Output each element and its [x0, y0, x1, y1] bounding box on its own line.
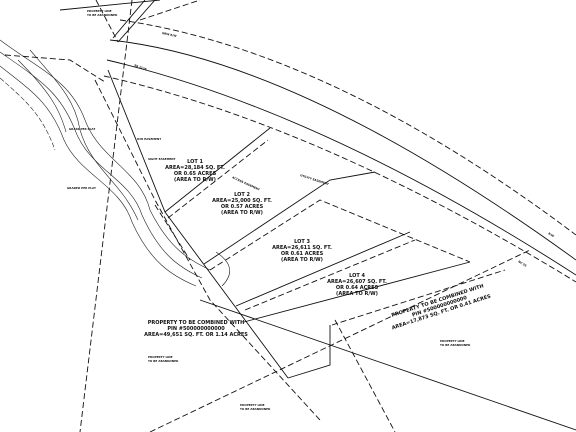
- lot-3-area: AREA=26,611 SQ. FT.: [272, 245, 332, 251]
- road-label-1: SR 1125: [134, 63, 148, 71]
- lot-3-label: LOT 3 AREA=26,611 SQ. FT. OR 0.61 ACRES …: [272, 239, 332, 263]
- lot-2-label: LOT 2 AREA=25,000 SQ. FT. OR 0.57 ACRES …: [212, 192, 272, 216]
- lot-1-label: LOT 1 AREA=28,184 SQ. FT. OR 0.65 ACRES …: [165, 159, 225, 183]
- lot-2-area: AREA=25,000 SQ. FT.: [212, 198, 272, 204]
- lot-3-title: LOT 3: [294, 239, 310, 245]
- lot-2-note: (AREA TO R/W): [221, 210, 263, 216]
- road-label-3: R/W: [547, 231, 554, 238]
- property-line-mid-label-2: TO BE ABANDONED: [148, 359, 179, 363]
- parcel-right-label: PROPERTY TO BE COMBINED WITH PIN #500000…: [391, 283, 492, 331]
- road-label-2: NC 55: [517, 259, 527, 267]
- property-line-right-label: PROPERTY LINE: [440, 339, 465, 343]
- lot-2-title: LOT 2: [234, 192, 250, 198]
- property-line-top-label: PROPERTY LINE: [87, 9, 112, 13]
- contour-lines: [0, 39, 211, 287]
- property-line-bottom-label: PROPERTY LINE: [240, 403, 265, 407]
- sight-easement-label: SIGHT EASEMENT: [148, 157, 176, 161]
- lot-4-label: LOT 4 AREA=26,607 SQ. FT. OR 0.64 ACRES …: [327, 273, 387, 297]
- lot-4-title: LOT 4: [349, 273, 365, 279]
- lot-1-area: AREA=28,184 SQ. FT.: [165, 165, 225, 171]
- road-right-of-way-lines: [59, 0, 576, 283]
- lot-3-acres: OR 0.61 ACRES: [281, 251, 324, 257]
- parcel-left-line-3: AREA=49,651 SQ. FT. OR 1.14 ACRES: [144, 332, 248, 338]
- r-w-easement-label: R/W EASEMENT: [137, 137, 161, 141]
- lot-1-note: (AREA TO R/W): [174, 177, 216, 183]
- grass-per-plat-label: GRASS PER PLAT: [69, 127, 95, 131]
- boundary-lines: [4, 0, 576, 432]
- lot-4-area: AREA=26,607 SQ. FT.: [327, 279, 387, 285]
- lot-4-acres: OR 0.64 ACRES: [336, 285, 379, 291]
- property-line-top-label-2: TO BE ABANDONED: [87, 13, 118, 17]
- access-easement-label: ACCESS EASEMENT: [232, 175, 261, 191]
- parcel-left-line-2: PIN #500000000000: [167, 326, 225, 332]
- parcel-left-label: PROPERTY TO BE COMBINED WITH PIN #500000…: [144, 320, 248, 338]
- property-line-bottom-label-2: TO BE ABANDONED: [240, 407, 271, 411]
- lot-lines: [107, 69, 506, 379]
- new-r-w-label: NEW R/W: [162, 31, 177, 38]
- lot-3-note: (AREA TO R/W): [281, 257, 323, 263]
- property-line-right-label-2: TO BE ABANDONED: [440, 343, 471, 347]
- utility-easement-label: UTILITY EASEMENT: [300, 173, 330, 186]
- parcel-left-line-1: PROPERTY TO BE COMBINED WITH: [148, 320, 245, 326]
- lot-1-title: LOT 1: [187, 159, 203, 165]
- graded-per-plat-label: GRADED PER PLAT: [67, 186, 96, 190]
- property-line-mid-label: PROPERTY LINE: [148, 355, 173, 359]
- lot-1-acres: OR 0.65 ACRES: [174, 171, 217, 177]
- lot-4-note: (AREA TO R/W): [336, 291, 378, 297]
- lot-2-acres: OR 0.57 ACRES: [221, 204, 264, 210]
